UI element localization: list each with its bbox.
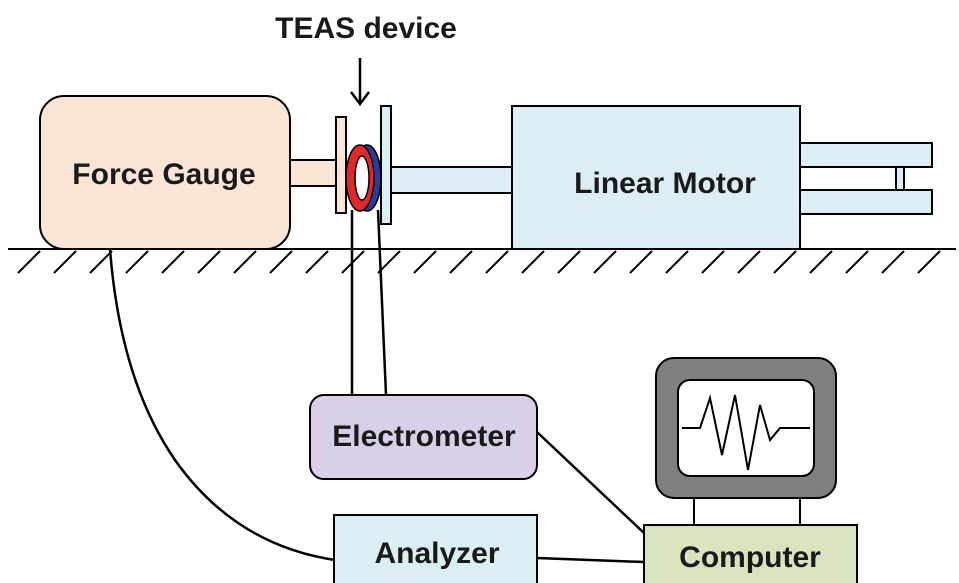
ground-hatch-mark (17, 250, 41, 274)
ground-hatch-mark (125, 250, 149, 274)
left-plate (335, 116, 347, 214)
ground-hatch-mark (809, 250, 833, 274)
ground-hatch-mark (881, 250, 905, 274)
ground-hatch-mark (449, 250, 473, 274)
right-plate (380, 105, 392, 225)
computer: Computer (643, 524, 858, 583)
ground-hatch-mark (737, 250, 761, 274)
ground-hatch-mark (413, 250, 437, 274)
monitor (655, 357, 837, 528)
teas-title: TEAS device (275, 12, 457, 45)
ground-hatch-mark (161, 250, 185, 274)
ground-hatch-mark (521, 250, 545, 274)
ground-hatch-mark (53, 250, 77, 274)
wires (108, 209, 645, 564)
teas-device (335, 105, 392, 225)
ground-hatch-mark (773, 250, 797, 274)
wire-teas-electrometer-right (376, 209, 388, 396)
force-gauge-label: Force Gauge (72, 158, 255, 191)
computer-label: Computer (679, 541, 821, 574)
ground-hatch-mark (917, 250, 941, 274)
electrometer: Electrometer (309, 394, 538, 480)
wire-forcegauge-analyzer (108, 248, 336, 562)
ground-hatch-mark (197, 250, 221, 274)
electrometer-box (309, 394, 538, 480)
force-gauge: Force Gauge (39, 95, 291, 250)
linear-motor-label: Linear Motor (574, 167, 756, 200)
analyzer-label: Analyzer (374, 537, 499, 570)
ground-hatch-mark (557, 250, 581, 274)
gauge-shaft (289, 159, 339, 187)
ground (8, 248, 956, 274)
ground-hatch-mark (845, 250, 869, 274)
rail-top (799, 142, 933, 168)
electrometer-label: Electrometer (332, 420, 516, 453)
teas-arrow (350, 58, 370, 107)
ground-hatch-mark (629, 250, 653, 274)
monitor-stand (693, 496, 801, 528)
waveform-icon (682, 394, 810, 471)
analyzer: Analyzer (333, 514, 538, 583)
ring-hole (354, 155, 370, 201)
ground-hatch-mark (485, 250, 509, 274)
ground-hatch-mark (701, 250, 725, 274)
ground-hatch-mark (593, 250, 617, 274)
motor-shaft (390, 166, 513, 194)
ground-hatch-mark (269, 250, 293, 274)
ground-hatch-mark (665, 250, 689, 274)
rail-bottom (799, 189, 933, 215)
wire-electrometer-computer (536, 431, 645, 534)
computer-box (643, 524, 858, 583)
ground-hatch-mark (305, 250, 329, 274)
ground-hatch-mark (89, 250, 113, 274)
wire-analyzer-computer (536, 556, 645, 564)
rail-connector (895, 166, 905, 191)
linear-motor: Linear Motor (511, 105, 933, 250)
ground-hatch-mark (233, 250, 257, 274)
analyzer-box (333, 514, 538, 583)
linear-motor-box (511, 105, 801, 250)
